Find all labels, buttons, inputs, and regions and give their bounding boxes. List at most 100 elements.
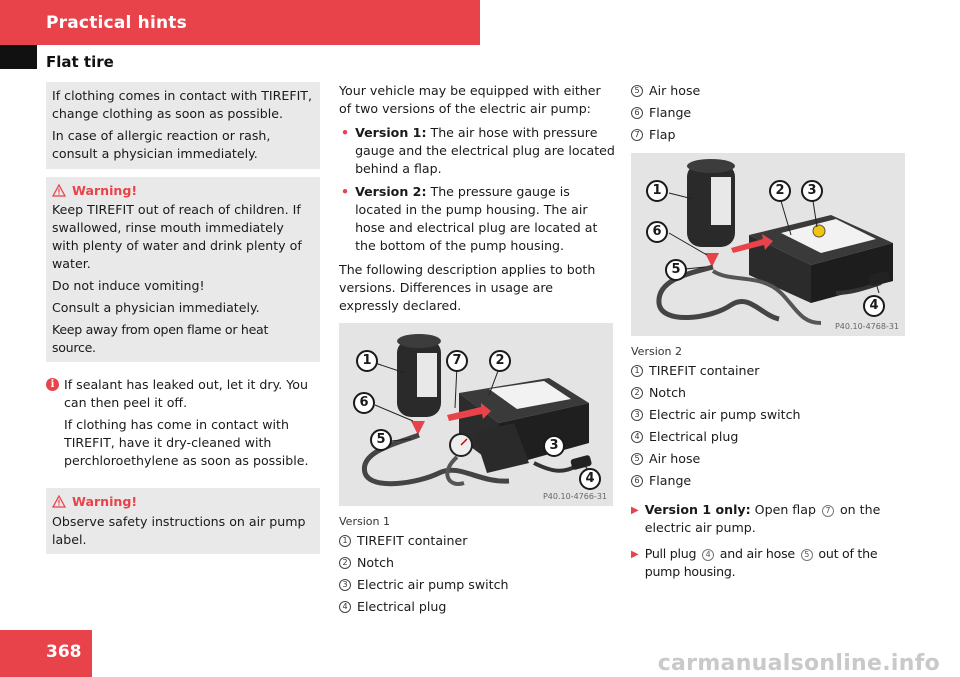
callout-2: 2 (769, 179, 791, 202)
legend-item: 1 TIREFIT container (339, 532, 615, 550)
warning-line: Keep away from open flame or heat source… (52, 321, 269, 355)
page-number-box (0, 630, 92, 677)
legend-label: Notch (357, 554, 394, 570)
number-badge: 5 (631, 84, 643, 97)
header-tab-marker (0, 45, 37, 69)
callout-6: 6 (353, 391, 375, 414)
legend-label: TIREFIT container (357, 533, 468, 549)
page-subtitle: Flat tire (46, 53, 114, 71)
number-badge: 4 (702, 549, 715, 562)
warning-line: Do not induce vomiting! (52, 277, 205, 293)
left-column: If clothing comes in contact with TIREFI… (46, 82, 320, 560)
bullet-text: The pressure gauge is located in the pum… (355, 184, 598, 253)
section-title: Practical hints (46, 13, 187, 33)
legend-item: 6 Flange (631, 472, 907, 490)
legend-label: Air hose (649, 450, 701, 466)
figure-version-1: 1 7 2 6 5 3 4 P40.10-4766-31 (339, 322, 613, 506)
step-text: Open flap (750, 502, 820, 518)
description-paragraph: The following description applies to bot… (339, 261, 596, 313)
bullet-text: The air hose with pressure gauge and the… (355, 124, 615, 176)
legend-label: Flange (649, 104, 692, 120)
warning-line: Consult a physician immediately. (52, 299, 260, 315)
section-header-bar (0, 0, 480, 45)
number-badge: 7 (631, 128, 643, 141)
figure-caption: Version 2 (631, 344, 682, 358)
info-icon: i (46, 378, 59, 392)
instruction-step: ▶ Version 1 only: Open flap 7 on the ele… (631, 501, 907, 537)
warning-title: Warning! (72, 182, 138, 198)
callout-5: 5 (665, 258, 687, 281)
number-badge: 3 (631, 408, 643, 421)
page-number: 368 (46, 642, 82, 662)
warning-line: Keep TIREFIT out of reach of children. I… (52, 202, 302, 271)
callout-4: 4 (579, 467, 601, 490)
number-badge: 7 (821, 505, 834, 518)
callout-1: 1 (646, 179, 668, 202)
number-badge: 5 (800, 549, 813, 562)
warning-box-label: Warning! Observe safety instructions on … (46, 487, 320, 555)
bullet-label: Version 2: (355, 184, 427, 200)
legend-label: Electric air pump switch (649, 406, 801, 422)
legend-item: 3 Electric air pump switch (339, 576, 615, 594)
step-arrow-icon: ▶ (631, 505, 639, 517)
info-line: If sealant has leaked out, let it dry. Y… (64, 377, 308, 411)
number-badge: 3 (339, 578, 351, 591)
number-badge: 1 (339, 535, 351, 548)
warning-triangle-icon (52, 495, 66, 508)
number-badge: 6 (631, 106, 643, 119)
notice-line: If clothing comes in contact with TIREFI… (52, 88, 312, 121)
notice-line: In case of allergic reaction or rash, co… (52, 127, 271, 161)
legend-label: Notch (649, 385, 686, 401)
clothing-notice-box: If clothing comes in contact with TIREFI… (46, 82, 320, 169)
legend-label: Flange (649, 472, 692, 488)
callout-1: 1 (356, 349, 378, 372)
warning-heading: Warning! (52, 182, 314, 200)
bullet-dot-icon: • (341, 184, 350, 200)
callout-5: 5 (370, 428, 392, 451)
step-label: Version 1 only: (644, 502, 751, 518)
callout-4: 4 (863, 294, 885, 317)
legend-item: 2 Notch (631, 384, 907, 402)
legend-label: TIREFIT container (649, 363, 760, 379)
air-pump-v1-illustration (339, 322, 613, 506)
number-badge: 2 (631, 387, 643, 400)
bullet-dot-icon: • (341, 124, 350, 140)
middle-column: Your vehicle may be equipped with either… (339, 82, 615, 620)
warning-box-children: Warning! Keep TIREFIT out of reach of ch… (46, 176, 320, 363)
warning-line: Observe safety instructions on air pump … (52, 513, 306, 547)
warning-title: Warning! (72, 493, 138, 509)
step-text: on the electric air pump. (644, 502, 881, 536)
legend-label: Electrical plug (649, 428, 739, 444)
legend-item: 6 Flange (631, 104, 907, 122)
figure-code: P40.10-4766-31 (542, 492, 607, 502)
info-note: i If sealant has leaked out, let it dry.… (46, 376, 320, 473)
legend-label: Electrical plug (357, 598, 447, 614)
legend-item: 3 Electric air pump switch (631, 406, 907, 424)
callout-6: 6 (646, 220, 668, 243)
version-bullet: • Version 2: The pressure gauge is locat… (339, 183, 615, 255)
step-text: Pull plug (644, 546, 701, 562)
number-badge: 5 (631, 452, 643, 465)
step-text: out of the pump housing. (644, 546, 878, 580)
legend-label: Flap (649, 126, 676, 142)
number-badge: 6 (631, 474, 643, 487)
legend-item: 5 Air hose (631, 450, 907, 468)
intro-paragraph: Your vehicle may be equipped with either… (339, 83, 601, 116)
legend-label: Air hose (649, 83, 701, 98)
air-pump-v2-illustration (631, 152, 905, 336)
step-arrow-icon: ▶ (631, 549, 639, 561)
legend-label: Electric air pump switch (357, 576, 509, 592)
figure-code: P40.10-4768-31 (834, 322, 899, 332)
callout-3: 3 (801, 179, 823, 202)
info-line: If clothing has come in contact with TIR… (64, 417, 309, 468)
figure-version-2: 1 2 3 6 5 4 P40.10-4768-31 (631, 152, 905, 336)
version-bullet: • Version 1: The air hose with pressure … (339, 124, 615, 178)
legend-item: 7 Flap (631, 126, 907, 144)
callout-3: 3 (543, 434, 565, 457)
bullet-label: Version 1: (355, 124, 427, 140)
instruction-step: ▶ Pull plug 4 and air hose 5 out of the … (631, 545, 907, 581)
